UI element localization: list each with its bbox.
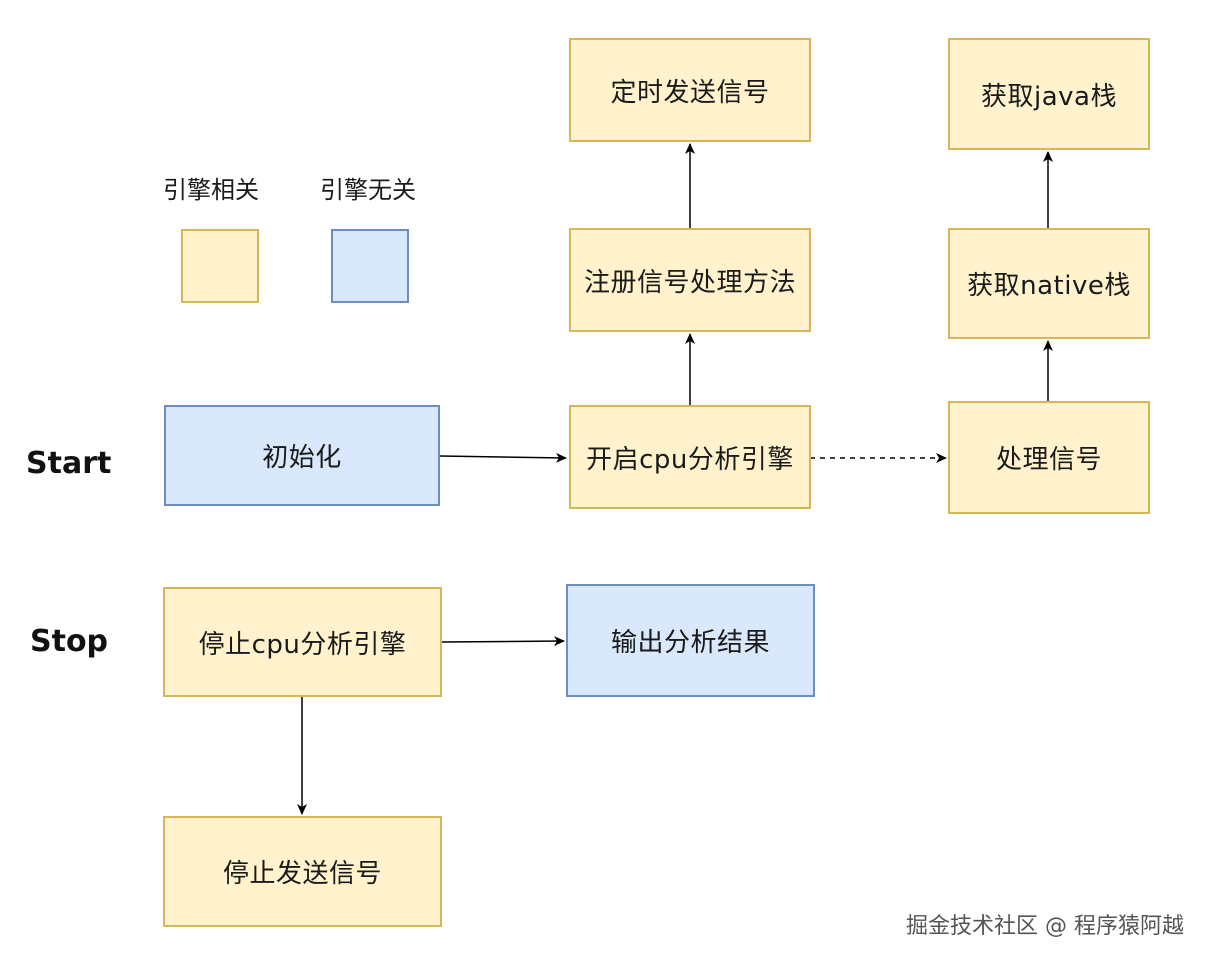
node-get-native-stack: 获取native栈 bbox=[948, 228, 1150, 339]
node-start-cpu-engine: 开启cpu分析引擎 bbox=[569, 405, 811, 509]
phase-start-label: Start bbox=[26, 446, 112, 481]
legend-engine-related-label: 引擎相关 bbox=[163, 176, 259, 204]
watermark: 掘金技术社区 @ 程序猿阿越 bbox=[906, 914, 1184, 939]
node-stop-send-signal: 停止发送信号 bbox=[163, 816, 442, 927]
legend-engine-unrelated-swatch bbox=[331, 229, 409, 303]
node-stop-cpu-engine: 停止cpu分析引擎 bbox=[163, 587, 442, 697]
edge-init-to-start-cpu bbox=[439, 452, 567, 463]
legend-engine-unrelated-label: 引擎无关 bbox=[320, 176, 416, 204]
legend-engine-related-swatch bbox=[181, 229, 259, 303]
node-handle-signal: 处理信号 bbox=[948, 401, 1150, 514]
node-init: 初始化 bbox=[164, 405, 440, 506]
node-get-java-stack: 获取java栈 bbox=[948, 38, 1150, 150]
node-register-signal-handler: 注册信号处理方法 bbox=[569, 228, 811, 332]
node-timer-send-signal: 定时发送信号 bbox=[569, 38, 811, 142]
phase-stop-label: Stop bbox=[30, 624, 109, 659]
node-output-result: 输出分析结果 bbox=[566, 584, 815, 697]
edge-stop-cpu-to-output bbox=[441, 636, 565, 647]
